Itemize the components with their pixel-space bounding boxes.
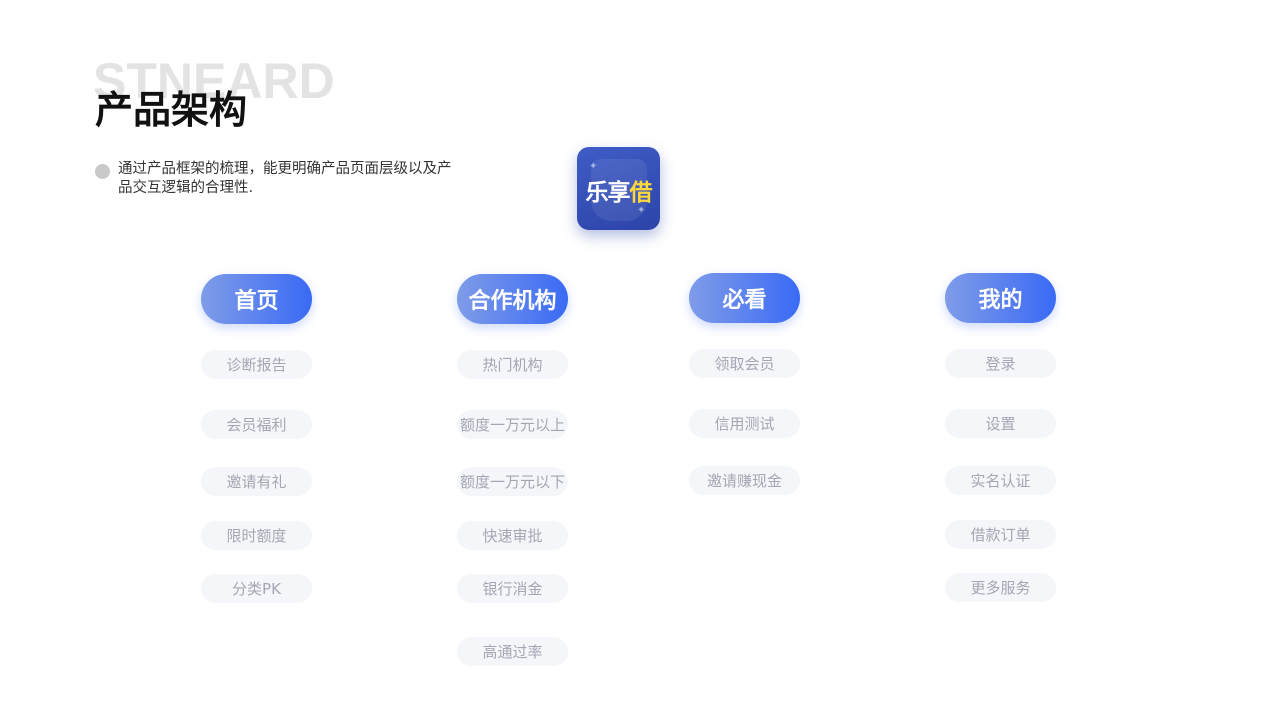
list-item[interactable]: 快速审批 (457, 521, 568, 550)
page-title: 产品架构 (95, 88, 248, 132)
list-item[interactable]: 领取会员 (689, 349, 800, 378)
list-item[interactable]: 限时额度 (201, 521, 312, 550)
list-item[interactable]: 额度一万元以上 (457, 410, 568, 439)
logo-text-main: 乐享 (585, 180, 631, 206)
logo-text-accent: 借 (629, 180, 653, 206)
list-item[interactable]: 额度一万元以下 (457, 467, 568, 496)
logo-text: 乐享借 (577, 173, 660, 207)
sparkle-icon: ✦ (637, 205, 646, 216)
list-item[interactable]: 设置 (945, 409, 1056, 438)
sparkle-icon: ✦ (589, 161, 598, 172)
list-item[interactable]: 高通过率 (457, 637, 568, 666)
list-item[interactable]: 实名认证 (945, 466, 1056, 495)
list-item[interactable]: 信用测试 (689, 409, 800, 438)
column-header[interactable]: 必看 (689, 273, 800, 323)
list-item[interactable]: 热门机构 (457, 350, 568, 379)
column-header[interactable]: 首页 (201, 274, 312, 324)
list-item[interactable]: 会员福利 (201, 410, 312, 439)
list-item[interactable]: 诊断报告 (201, 350, 312, 379)
list-item[interactable]: 更多服务 (945, 573, 1056, 602)
app-logo: ✦ ✦ 乐享借 (577, 147, 660, 230)
list-item[interactable]: 借款订单 (945, 520, 1056, 549)
list-item[interactable]: 分类PK (201, 574, 312, 603)
watermark-text: STNEARD (93, 53, 335, 109)
logo-cloud-shape (591, 159, 647, 221)
list-item[interactable]: 邀请赚现金 (689, 466, 800, 495)
column-header[interactable]: 我的 (945, 273, 1056, 323)
list-item[interactable]: 银行消金 (457, 574, 568, 603)
description-text: 通过产品框架的梳理，能更明确产品页面层级以及产品交互逻辑的合理性. (118, 161, 452, 196)
list-item[interactable]: 邀请有礼 (201, 467, 312, 496)
list-item[interactable]: 登录 (945, 349, 1056, 378)
bullet-dot (95, 164, 110, 179)
column-header[interactable]: 合作机构 (457, 274, 568, 324)
